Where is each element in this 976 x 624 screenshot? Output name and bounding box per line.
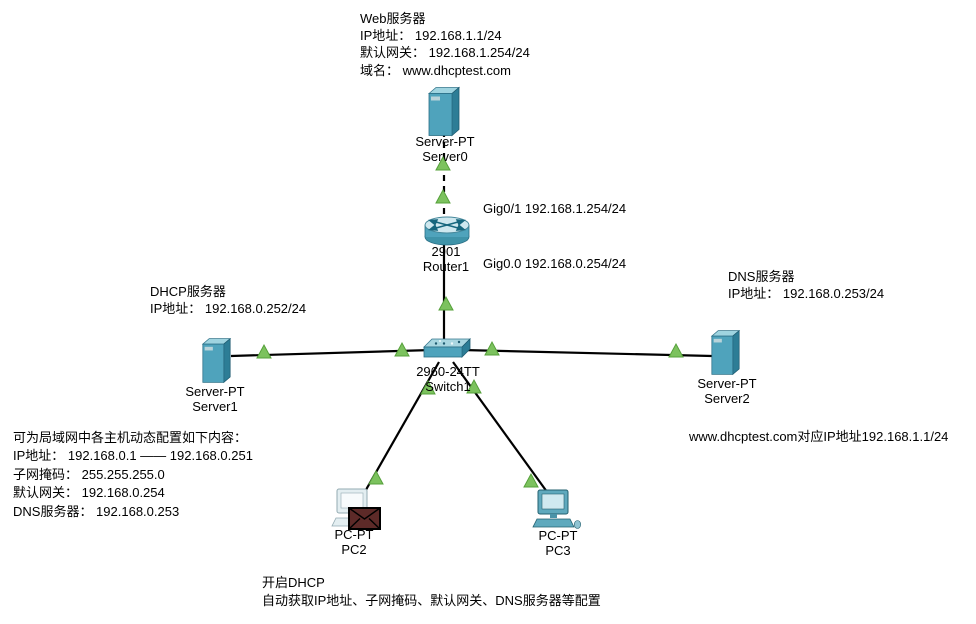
device-label-pc2: PC-PT PC2 [334,527,374,557]
device-server2[interactable] [710,329,741,376]
link-up-triangle [420,379,436,395]
device-router1[interactable] [421,214,473,248]
server-icon [201,337,232,384]
device-name: Server2 [704,390,750,406]
device-label-server1: Server-PT Server1 [185,384,245,414]
note-line: 可为局域网中各主机动态配置如下内容： [13,430,248,445]
device-server0[interactable] [427,86,461,137]
server-icon [427,86,461,137]
link-up-triangle [484,340,500,356]
dhcp-enable-note: 开启DHCP 自动获取IP地址、子网掩码、默认网关、DNS服务器等配置 [262,574,601,611]
device-name: Server1 [192,398,238,414]
note-line: IP地址： 192.168.0.1 —— 192.168.0.251 [13,448,253,464]
link-up-triangle [435,188,451,204]
device-model: Server-PT [415,134,475,149]
device-name: Router1 [422,258,470,274]
note-line: 默认网关： 192.168.1.254/24 [360,45,530,61]
device-label-router1: 2901 Router1 [422,244,470,274]
device-name: PC2 [341,541,367,557]
note-line: 开启DHCP [262,575,325,590]
lan-config-note: 可为局域网中各主机动态配置如下内容： IP地址： 192.168.0.1 —— … [13,429,253,521]
device-model: PC-PT [334,527,374,542]
note-line: DHCP服务器 [150,284,226,299]
device-model: 2960-24TT [416,364,480,379]
note-line: www.dhcptest.com对应IP地址192.168.1.1/24 [689,429,949,444]
link-switch1-pc3[interactable] [452,361,551,497]
dns-mapping-note: www.dhcptest.com对应IP地址192.168.1.1/24 [689,426,948,445]
device-model: Server-PT [185,384,245,399]
link-up-triangle [438,295,454,311]
link-up-triangle [368,469,384,485]
link-up-triangle [394,341,410,357]
device-server1[interactable] [201,337,232,384]
device-model: Server-PT [697,376,757,391]
switch-icon [423,338,471,365]
note-line: 域名： www.dhcptest.com [360,62,511,78]
device-label-server0: Server-PT Server0 [415,134,475,164]
device-name: PC3 [545,542,571,558]
pc-icon [532,489,582,531]
interface-label-gig0-0: Gig0.0 192.168.0.254/24 [483,256,627,271]
device-pc3[interactable] [532,489,582,531]
link-up-triangle [523,472,539,488]
device-label-pc3: PC-PT PC3 [538,528,578,558]
note-line: 自动获取IP地址、子网掩码、默认网关、DNS服务器等配置 [262,593,601,609]
web-server-note: Web服务器 IP地址： 192.168.1.1/24 默认网关： 192.16… [360,10,530,79]
device-name: Switch1 [425,378,471,394]
link-up-triangle [435,155,451,171]
device-name: Server0 [422,148,468,164]
device-label-server2: Server-PT Server2 [697,376,757,406]
link-up-triangle [256,343,272,359]
note-line: 子网掩码： 255.255.255.0 [13,466,165,482]
dns-server-note: DNS服务器 IP地址： 192.168.0.253/24 [728,268,884,302]
note-line: DNS服务器 [728,269,795,284]
note-line: Web服务器 [360,11,426,26]
interface-label-gig0-1: Gig0/1 192.168.1.254/24 [483,201,627,216]
server-icon [710,329,741,376]
link-up-triangle [466,378,482,394]
router-icon [421,214,473,248]
note-line: IP地址： 192.168.0.252/24 [150,301,307,317]
dhcp-server-note: DHCP服务器 IP地址： 192.168.0.252/24 [150,283,306,317]
link-up-triangle [668,342,684,358]
device-switch1[interactable] [423,338,471,365]
note-line: IP地址： 192.168.1.1/24 [360,28,502,44]
note-line: DNS服务器： 192.168.0.253 [13,503,180,519]
device-label-switch1: 2960-24TT Switch1 [416,364,480,394]
note-line: 默认网关： 192.168.0.254 [13,485,165,501]
device-model: 2901 [431,244,461,259]
note-line: IP地址： 192.168.0.253/24 [728,286,885,302]
device-model: PC-PT [538,528,578,543]
